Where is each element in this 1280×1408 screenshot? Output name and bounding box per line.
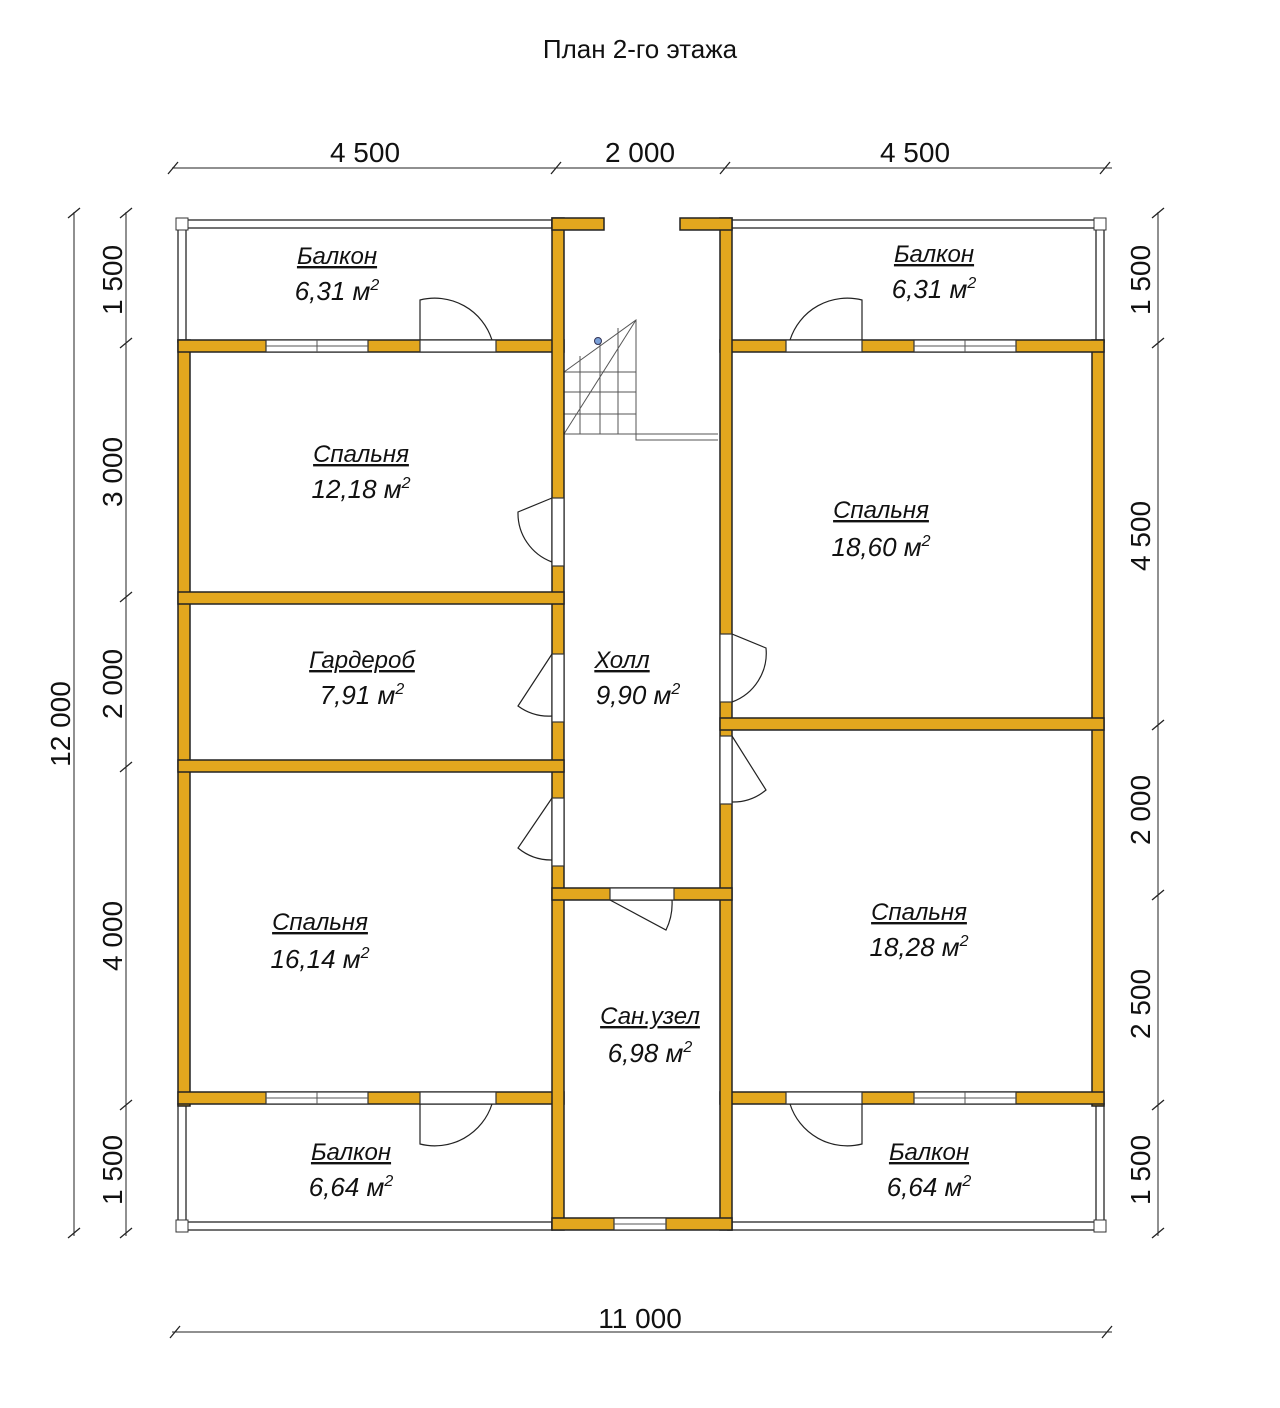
room-name: Балкон [889,1139,969,1166]
dim-top-center: 2 000 [605,137,675,168]
room-name: Гардероб [309,647,416,674]
room-area: 6,64 м2 [887,1172,972,1202]
room-name: Спальня [313,441,409,468]
room-area: 6,31 м2 [295,276,380,306]
room-bedroom-bottom-right: Спальня 18,28 м2 [869,899,968,962]
room-area: 16,14 м2 [270,944,369,974]
room-balcony-bottom-left: Балкон 6,64 м2 [309,1139,394,1202]
staircase [563,319,718,441]
dim-right-4: 2 500 [1125,969,1156,1039]
dim-top-right: 4 500 [880,137,950,168]
walls [177,217,1105,1231]
dim-right-3: 2 000 [1125,775,1156,845]
room-area: 18,28 м2 [869,932,968,962]
dim-left-4: 4 000 [97,901,128,971]
room-name: Сан.узел [600,1003,700,1030]
room-bathroom: Сан.узел 6,98 м2 [600,1003,700,1068]
room-name: Балкон [894,241,974,268]
room-hall: Холл 9,90 м2 [593,647,680,710]
dim-right-5: 1 500 [1125,1135,1156,1205]
dim-left-1: 1 500 [97,245,128,315]
room-balcony-bottom-right: Балкон 6,64 м2 [887,1139,972,1202]
room-name: Спальня [871,899,967,926]
room-balcony-top-left: Балкон 6,31 м2 [295,243,380,306]
dim-left-5: 1 500 [97,1135,128,1205]
dim-top-left: 4 500 [330,137,400,168]
room-area: 18,60 м2 [831,532,930,562]
room-area: 7,91 м2 [320,680,405,710]
dimension-lines [67,161,1165,1339]
dim-left-3: 2 000 [97,649,128,719]
room-area: 6,98 м2 [608,1038,693,1068]
doors [419,297,863,1147]
room-name: Балкон [297,243,377,270]
dim-right-2: 4 500 [1125,501,1156,571]
room-name: Спальня [833,497,929,524]
room-bedroom-bottom-left: Спальня 16,14 м2 [270,909,369,974]
room-balcony-top-right: Балкон 6,31 м2 [892,241,977,304]
room-wardrobe: Гардероб 7,91 м2 [309,647,416,710]
dim-right-1: 1 500 [1125,245,1156,315]
room-area: 9,90 м2 [596,680,681,710]
dim-left-2: 3 000 [97,437,128,507]
room-name: Холл [593,647,650,674]
plan-title: План 2-го этажа [543,34,738,64]
room-bedroom-top-right: Спальня 18,60 м2 [831,497,930,562]
room-name: Балкон [311,1139,391,1166]
room-bedroom-top-left: Спальня 12,18 м2 [311,441,410,504]
room-area: 6,64 м2 [309,1172,394,1202]
dim-left-total: 12 000 [45,681,76,767]
room-area: 12,18 м2 [311,474,410,504]
room-area: 6,31 м2 [892,274,977,304]
dim-bottom-total: 11 000 [598,1303,682,1334]
room-name: Спальня [272,909,368,936]
windows [265,339,1017,1231]
